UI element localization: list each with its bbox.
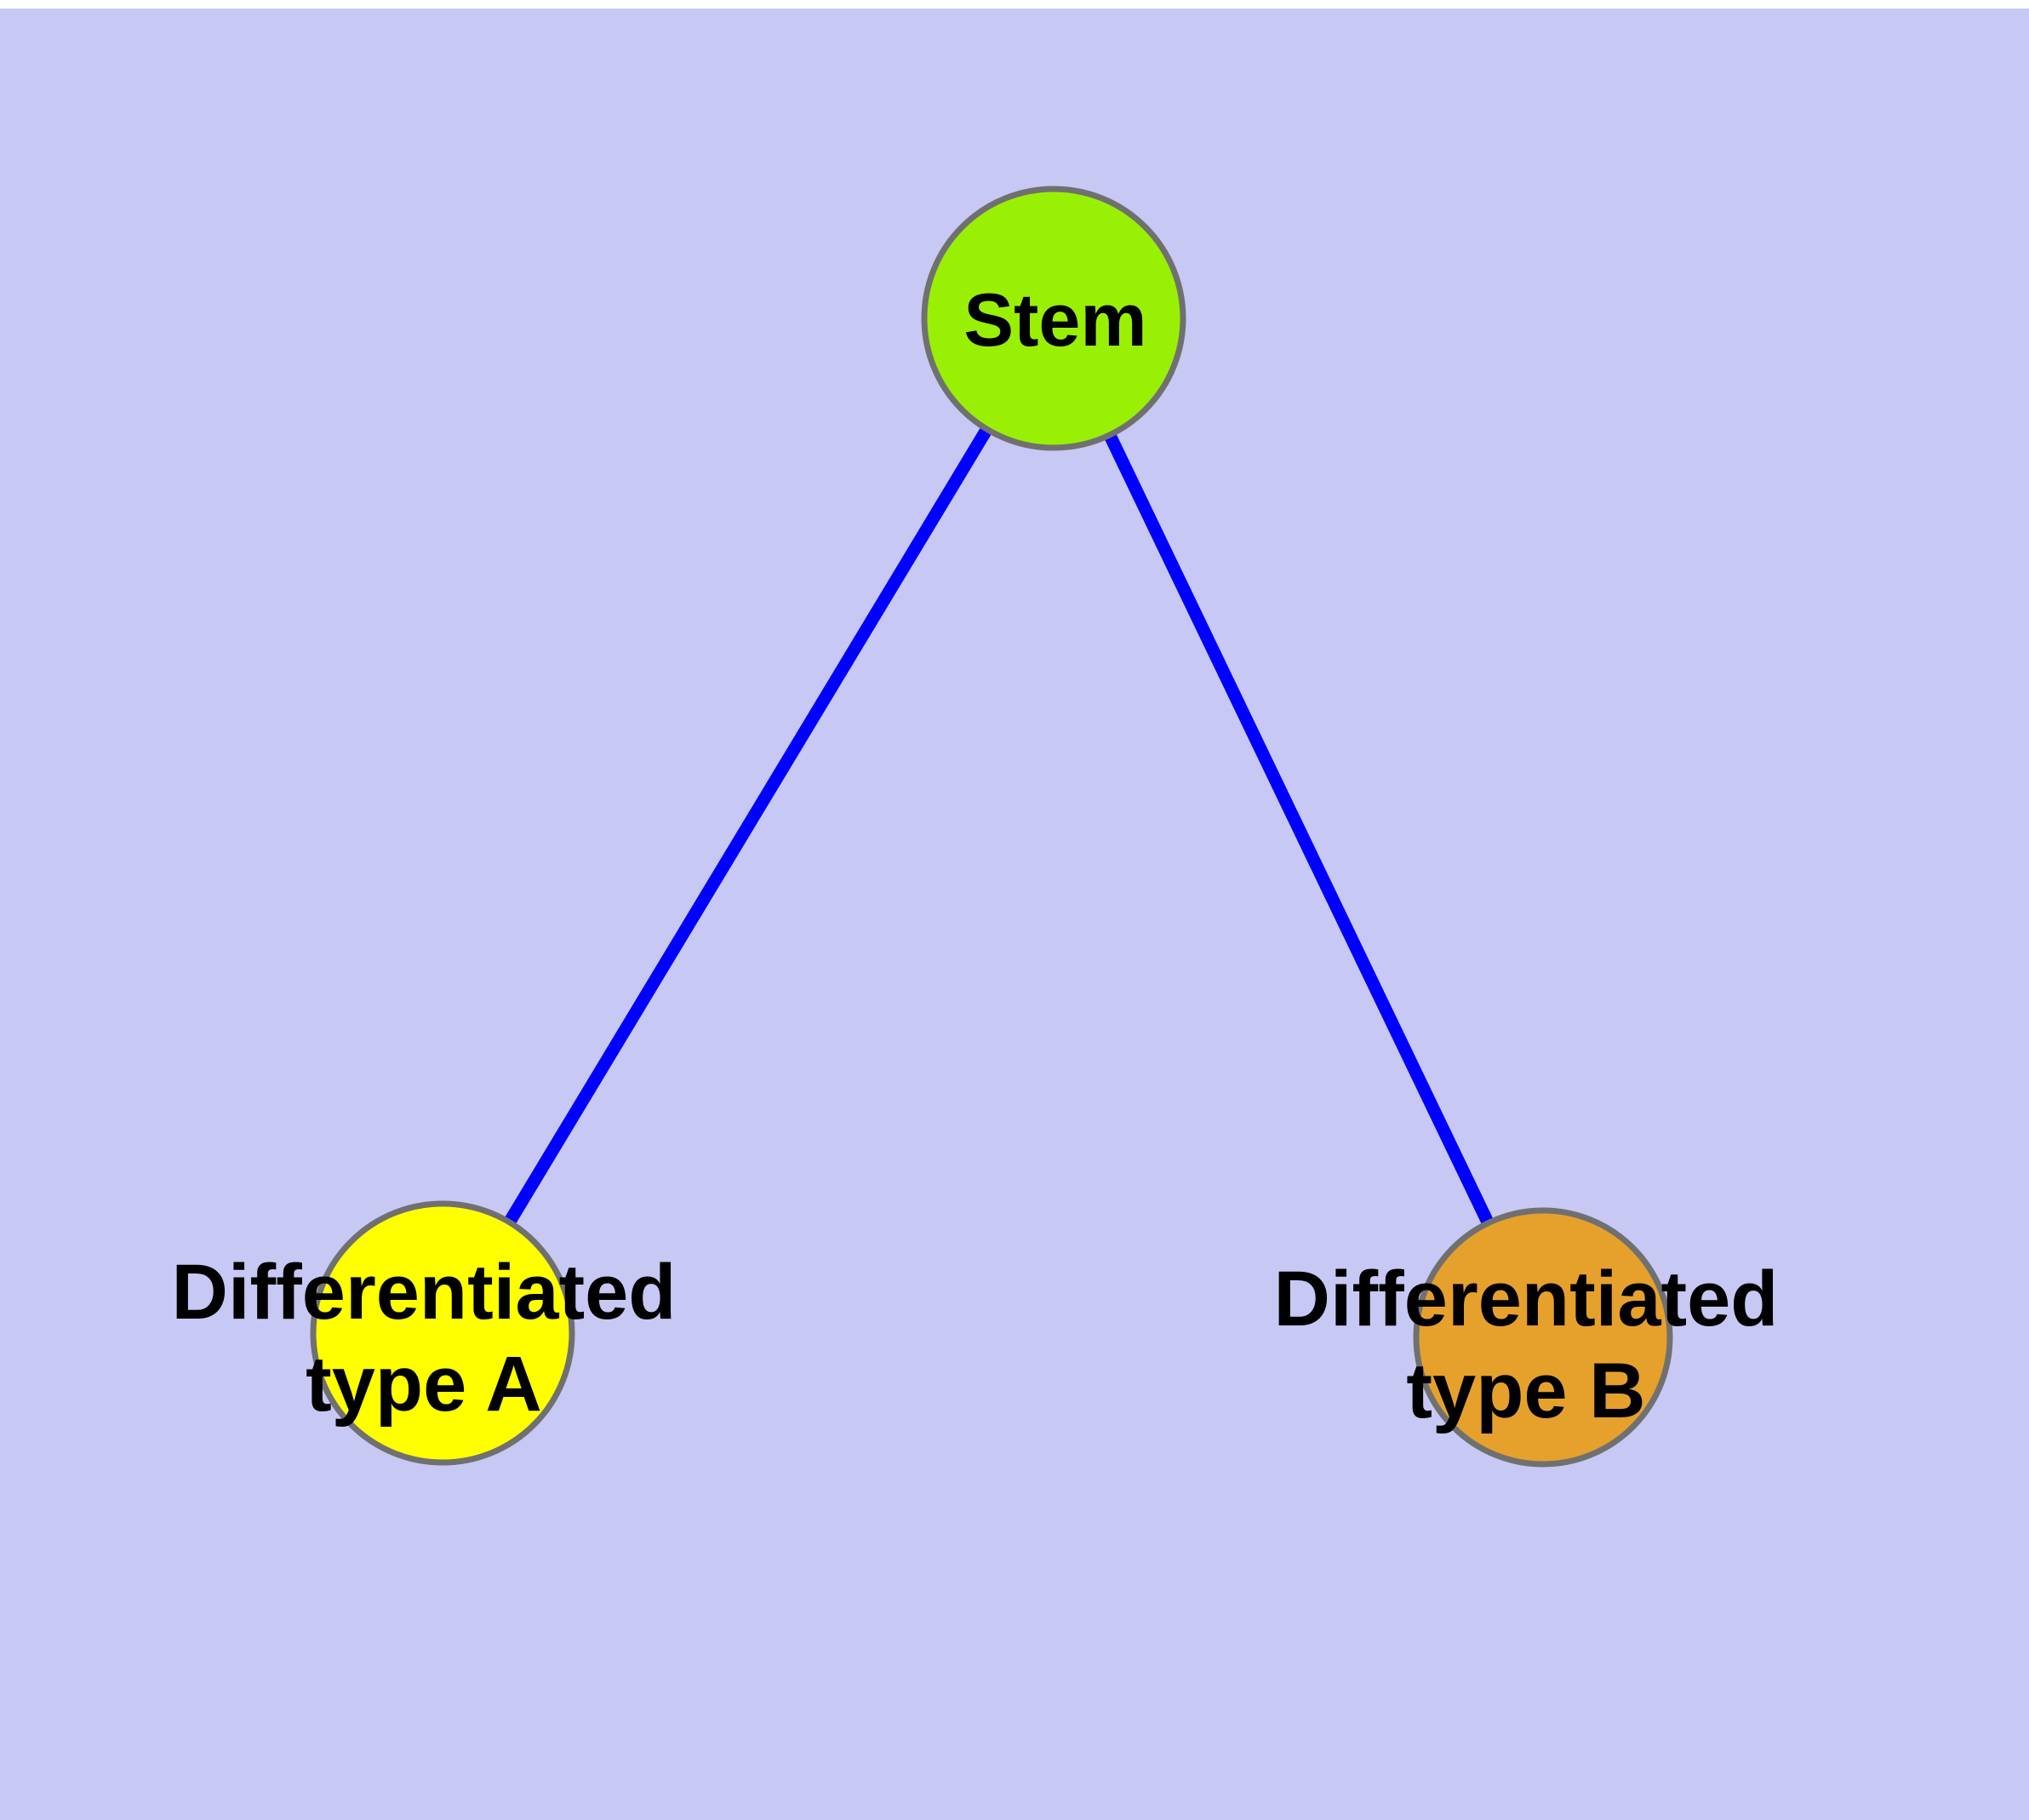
- node-type-a-label-line1: Differentiated: [172, 1249, 677, 1336]
- edge-stem-to-type-b: [1048, 315, 1549, 1341]
- node-type-b-label-line1: Differentiated: [1274, 1256, 1779, 1342]
- node-stem: [921, 186, 1186, 451]
- node-type-a-label-line2: type A: [306, 1341, 542, 1428]
- node-stem-label: Stem: [963, 278, 1146, 362]
- top-white-margin: [0, 0, 2029, 9]
- node-differentiated-type-a: [310, 1200, 575, 1466]
- node-differentiated-type-b: [1413, 1207, 1673, 1468]
- node-type-b-label-line2: type B: [1406, 1348, 1645, 1434]
- edge-stem-to-type-a: [437, 315, 1060, 1336]
